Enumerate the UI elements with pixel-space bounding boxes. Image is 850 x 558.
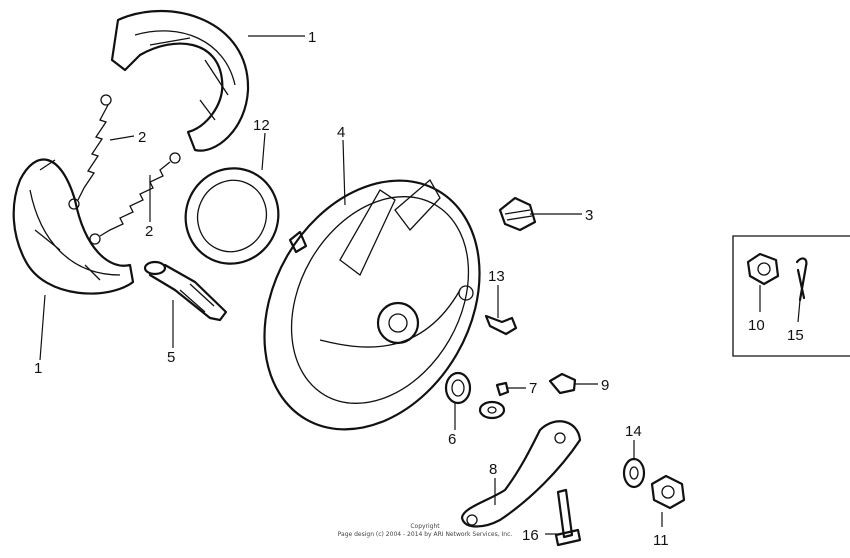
brake-shoe-top[interactable] xyxy=(110,9,250,152)
callout-12: 12 xyxy=(253,117,270,134)
callout-6: 6 xyxy=(448,431,456,448)
detail-inset xyxy=(732,235,850,357)
cotter-pin-15[interactable] xyxy=(795,257,808,302)
callout-2-upper: 2 xyxy=(138,129,146,146)
washer-14[interactable] xyxy=(622,457,646,489)
adjuster-plug[interactable] xyxy=(498,196,537,232)
brake-arm[interactable] xyxy=(460,420,582,528)
callout-10: 10 xyxy=(748,317,765,334)
return-spring-upper[interactable] xyxy=(68,94,112,210)
callout-1-top: 1 xyxy=(308,29,316,46)
brake-cam[interactable] xyxy=(143,260,228,322)
callout-14: 14 xyxy=(625,423,642,440)
dust-seal[interactable] xyxy=(170,153,294,279)
callout-8: 8 xyxy=(489,461,497,478)
callout-7: 7 xyxy=(529,380,537,397)
copyright-label: Copyright xyxy=(410,523,440,530)
nut-11[interactable] xyxy=(650,474,686,510)
callout-5: 5 xyxy=(167,349,175,366)
seal-6[interactable] xyxy=(444,371,472,405)
callout-9: 9 xyxy=(601,377,609,394)
copyright-notice: Page design (c) 2004 - 2014 by ARI Netwo… xyxy=(338,531,513,538)
callout-4: 4 xyxy=(337,124,345,141)
callout-3: 3 xyxy=(585,207,593,224)
callout-11: 11 xyxy=(653,532,669,549)
washer-7[interactable] xyxy=(478,381,510,420)
callout-16: 16 xyxy=(522,527,539,544)
brake-shoe-bottom[interactable] xyxy=(12,158,135,295)
nut-9[interactable] xyxy=(548,372,577,395)
leader-lines xyxy=(39,35,801,535)
callout-1-bottom: 1 xyxy=(34,360,42,377)
callout-2-lower: 2 xyxy=(145,223,153,240)
return-spring-lower[interactable] xyxy=(89,152,181,245)
bolt-16[interactable] xyxy=(554,488,582,547)
bolt-13[interactable] xyxy=(484,314,518,336)
castle-nut-10[interactable] xyxy=(746,252,780,286)
brake-panel[interactable] xyxy=(221,142,523,469)
callout-15: 15 xyxy=(787,327,804,344)
callout-13: 13 xyxy=(488,268,505,285)
